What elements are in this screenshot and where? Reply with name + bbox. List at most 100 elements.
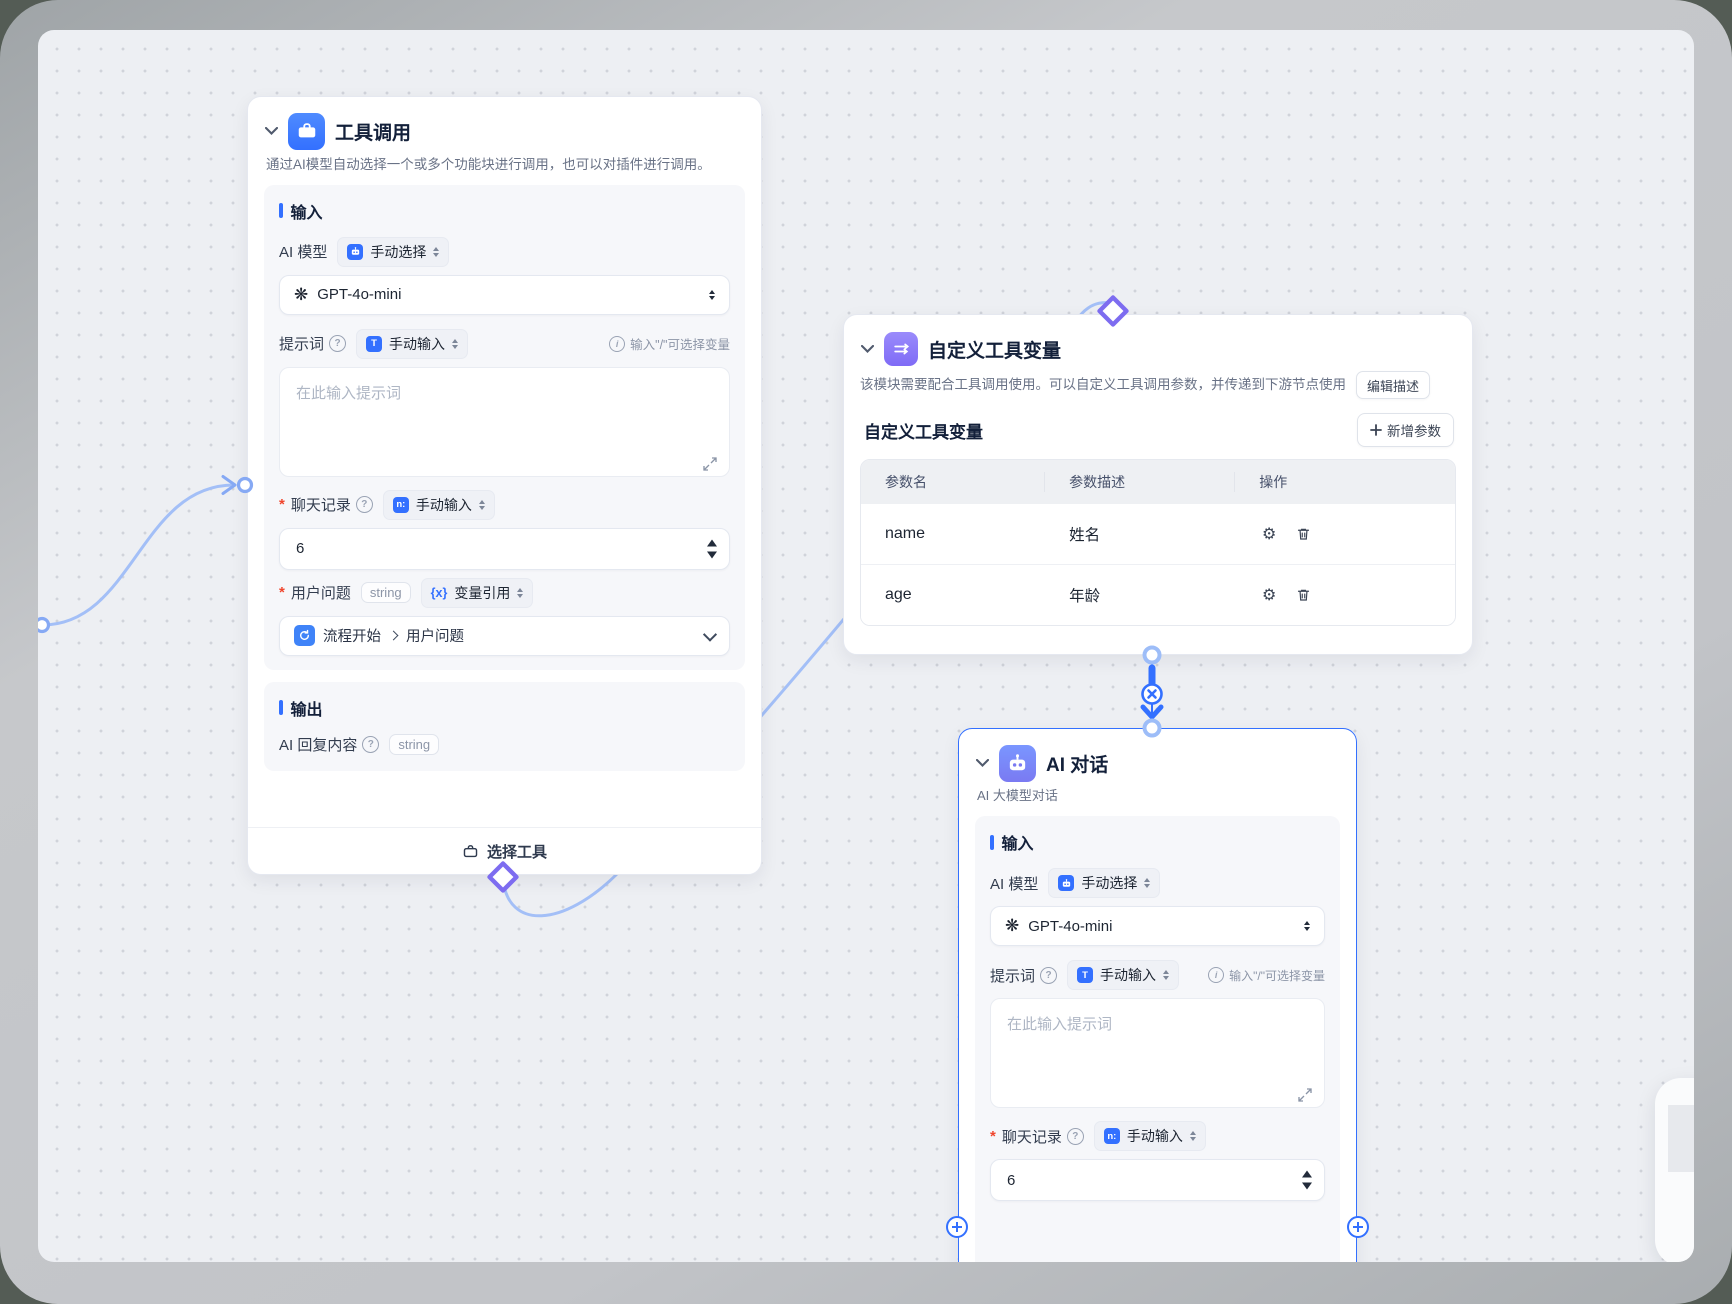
node-custom-tool-vars[interactable]: 自定义工具变量 该模块需要配合工具调用使用。可以自定义工具调用参数，并传递到下游… [843, 314, 1473, 655]
node-header: AI 对话 [975, 743, 1340, 783]
expand-icon[interactable] [702, 456, 718, 472]
robot-icon [1058, 875, 1075, 891]
trash-icon[interactable] [1293, 524, 1313, 544]
prompt-mode-badge[interactable]: T 手动输入 [1067, 960, 1180, 990]
number-input-icon: n: [1103, 1128, 1120, 1144]
openai-icon: ❋ [294, 284, 309, 304]
sliders-icon [884, 332, 918, 366]
section-bar [279, 700, 283, 716]
robot-icon [347, 243, 364, 260]
plus-icon [1370, 424, 1382, 436]
flow-start-field: 用户问题 [406, 629, 464, 646]
question-circle-icon[interactable]: ? [362, 735, 380, 753]
disconnect-x-icon[interactable] [1141, 683, 1163, 705]
prompt-mode-badge[interactable]: T 手动输入 [356, 328, 469, 359]
briefcase-icon [288, 112, 325, 150]
connect-handle-right[interactable] [1347, 1216, 1369, 1238]
prompt-textarea[interactable] [279, 366, 730, 477]
param-desc: 姓名 [1069, 527, 1101, 544]
history-mode-label: 手动输入 [1126, 1128, 1183, 1144]
question-mode-label: 变量引用 [454, 584, 511, 601]
node-title: 自定义工具变量 [928, 340, 1062, 362]
edit-description-button[interactable]: 编辑描述 [1356, 371, 1431, 399]
node-description: 通过AI模型自动选择一个或多个功能块进行调用，也可以对插件进行调用。 [266, 157, 711, 172]
flow-start-icon [294, 625, 315, 647]
collapse-chevron-icon[interactable] [264, 124, 278, 138]
node-description: 该模块需要配合工具调用使用。可以自定义工具调用参数，并传递到下游节点使用 [860, 377, 1346, 393]
model-select[interactable]: ❋ GPT-4o-mini [990, 906, 1325, 946]
stepper-down-icon[interactable] [707, 551, 717, 559]
expand-icon[interactable] [1297, 1087, 1313, 1103]
question-circle-icon[interactable]: ? [355, 496, 373, 514]
col-header-actions: 操作 [1235, 472, 1455, 492]
add-param-button[interactable]: 新增参数 [1357, 413, 1454, 447]
model-mode-badge[interactable]: 手动选择 [1048, 868, 1161, 898]
chevron-updown-icon [478, 499, 485, 510]
prompt-label: 提示词 ? [279, 333, 347, 354]
arrow-down-icon [1140, 704, 1164, 720]
question-circle-icon[interactable]: ? [1040, 966, 1058, 984]
panel-title: 自定义工具变量 [864, 422, 983, 442]
collapse-chevron-icon[interactable] [975, 756, 989, 770]
node-title: AI 对话 [1046, 754, 1109, 776]
stepper-down-icon[interactable] [1302, 1182, 1312, 1190]
output-section-label: 输出 [290, 701, 323, 719]
model-mode-label: 手动选择 [1081, 875, 1138, 891]
collapse-chevron-icon[interactable] [860, 342, 874, 356]
text-input-icon: T [366, 335, 383, 352]
prompt-textarea[interactable] [990, 998, 1325, 1108]
table-row: age 年龄 ⚙ [861, 564, 1455, 625]
type-badge: string [360, 582, 411, 604]
history-mode-badge[interactable]: n: 手动输入 [1093, 1121, 1206, 1151]
stepper-up-icon[interactable] [1302, 1170, 1312, 1178]
chevron-updown-icon [517, 587, 524, 598]
chevron-updown-icon [1163, 970, 1170, 980]
question-circle-icon[interactable]: ? [1066, 1127, 1084, 1145]
openai-icon: ❋ [1005, 916, 1020, 935]
chevron-updown-icon [709, 289, 715, 300]
node-tool-call[interactable]: 工具调用 通过AI模型自动选择一个或多个功能块进行调用，也可以对插件进行调用。 … [247, 96, 762, 875]
prompt-mode-label: 手动输入 [1100, 967, 1157, 983]
question-label: * 用户问题 [279, 584, 351, 603]
stepper-up-icon[interactable] [707, 539, 717, 547]
minimap-viewport [1668, 1105, 1694, 1172]
gear-icon[interactable]: ⚙ [1262, 526, 1277, 543]
input-section: 输入 AI 模型 手动选择 ❋ GPT-4o-mini 提示 [975, 816, 1340, 1262]
param-name: name [885, 525, 926, 542]
output-section: 输出 AI 回复内容 ? string [264, 681, 745, 771]
type-badge: string [389, 733, 440, 755]
history-input-wrap [990, 1159, 1325, 1201]
edge-arrow-icon [221, 475, 237, 495]
history-input[interactable] [279, 527, 730, 570]
flow-start-label: 流程开始 [323, 629, 381, 646]
required-marker: * [279, 584, 285, 602]
history-input[interactable] [990, 1159, 1325, 1201]
model-select[interactable]: ❋ GPT-4o-mini [279, 274, 730, 315]
node-ai-chat[interactable]: AI 对话 AI 大模型对话 输入 AI 模型 手动选择 ❋ GPT [946, 728, 1369, 1262]
col-header-name: 参数名 [885, 474, 927, 490]
question-mode-badge[interactable]: {x} 变量引用 [420, 577, 534, 608]
connect-handle-left[interactable] [946, 1216, 968, 1238]
variable-ref-select[interactable]: 流程开始 用户问题 [279, 615, 730, 656]
section-bar [990, 834, 994, 850]
select-tool-button[interactable]: 选择工具 [248, 827, 761, 874]
history-input-wrap [279, 527, 730, 570]
flow-canvas[interactable]: 工具调用 通过AI模型自动选择一个或多个功能块进行调用，也可以对插件进行调用。 … [38, 30, 1694, 1262]
history-label: * 聊天记录 ? [990, 1126, 1084, 1147]
chevron-updown-icon [1144, 878, 1151, 888]
variable-ref-icon: {x} [430, 585, 448, 600]
model-mode-badge[interactable]: 手动选择 [337, 236, 450, 267]
params-table: 参数名 参数描述 操作 name 姓名 ⚙ age 年龄 ⚙ [860, 459, 1456, 626]
history-mode-badge[interactable]: n: 手动输入 [382, 489, 495, 520]
robot-icon [999, 744, 1036, 782]
edge-into-tool-call [41, 483, 235, 627]
trash-icon[interactable] [1293, 585, 1313, 605]
history-label: * 聊天记录 ? [279, 494, 373, 515]
briefcase-outline-icon [463, 844, 478, 857]
x-glyph [1147, 689, 1157, 699]
gear-icon[interactable]: ⚙ [1262, 587, 1277, 604]
question-circle-icon[interactable]: ? [329, 335, 347, 353]
minimap-panel[interactable] [1655, 1078, 1694, 1262]
history-mode-label: 手动输入 [415, 496, 472, 513]
node-header: 自定义工具变量 [860, 329, 1456, 369]
